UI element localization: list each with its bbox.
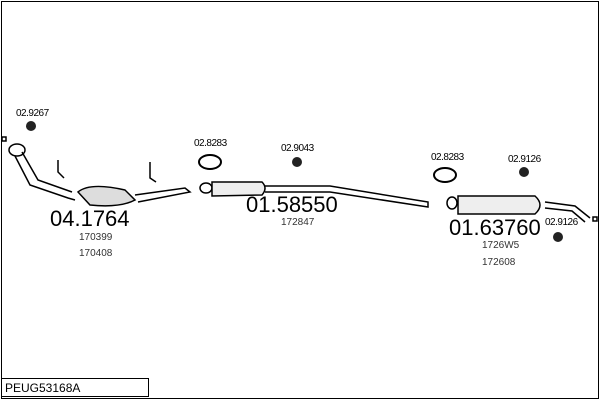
rubber-mount-icon <box>519 167 529 177</box>
accessory-label: 02.9267 <box>16 108 49 119</box>
part-number: 04.1764 <box>50 206 130 231</box>
part-number: 01.63760 <box>449 215 541 240</box>
part-ref: 172608 <box>482 257 516 268</box>
part-number: 01.58550 <box>246 192 338 217</box>
part-ref: 172847 <box>281 217 315 228</box>
hangers <box>57 160 157 183</box>
middle-pipe <box>265 185 429 208</box>
part-ref: 170408 <box>79 248 113 259</box>
down-pipe <box>14 151 76 201</box>
accessory-label: 02.9126 <box>545 217 578 228</box>
diagram-code: PEUG53168A <box>1 378 149 397</box>
accessory-label: 02.9043 <box>281 143 314 154</box>
catalytic-converter <box>76 185 137 207</box>
rubber-mount-icon <box>26 121 36 131</box>
part-ref: 1726W5 <box>482 240 520 251</box>
front-flange <box>8 143 26 157</box>
rubber-mount-icon <box>553 232 563 242</box>
tail-pipe <box>544 201 591 223</box>
rear-silencer <box>457 195 541 215</box>
intermediate-pipe <box>134 187 192 203</box>
right-marker <box>592 216 598 222</box>
accessory-label: 02.8283 <box>194 138 227 149</box>
accessory-label: 02.8283 <box>431 152 464 163</box>
clamp-icon <box>433 167 457 183</box>
part-ref: 170399 <box>79 232 113 243</box>
rubber-mount-icon <box>292 157 302 167</box>
middle-silencer <box>211 181 266 197</box>
left-marker <box>1 136 7 142</box>
accessory-label: 02.9126 <box>508 154 541 165</box>
clamp-icon <box>198 154 222 170</box>
